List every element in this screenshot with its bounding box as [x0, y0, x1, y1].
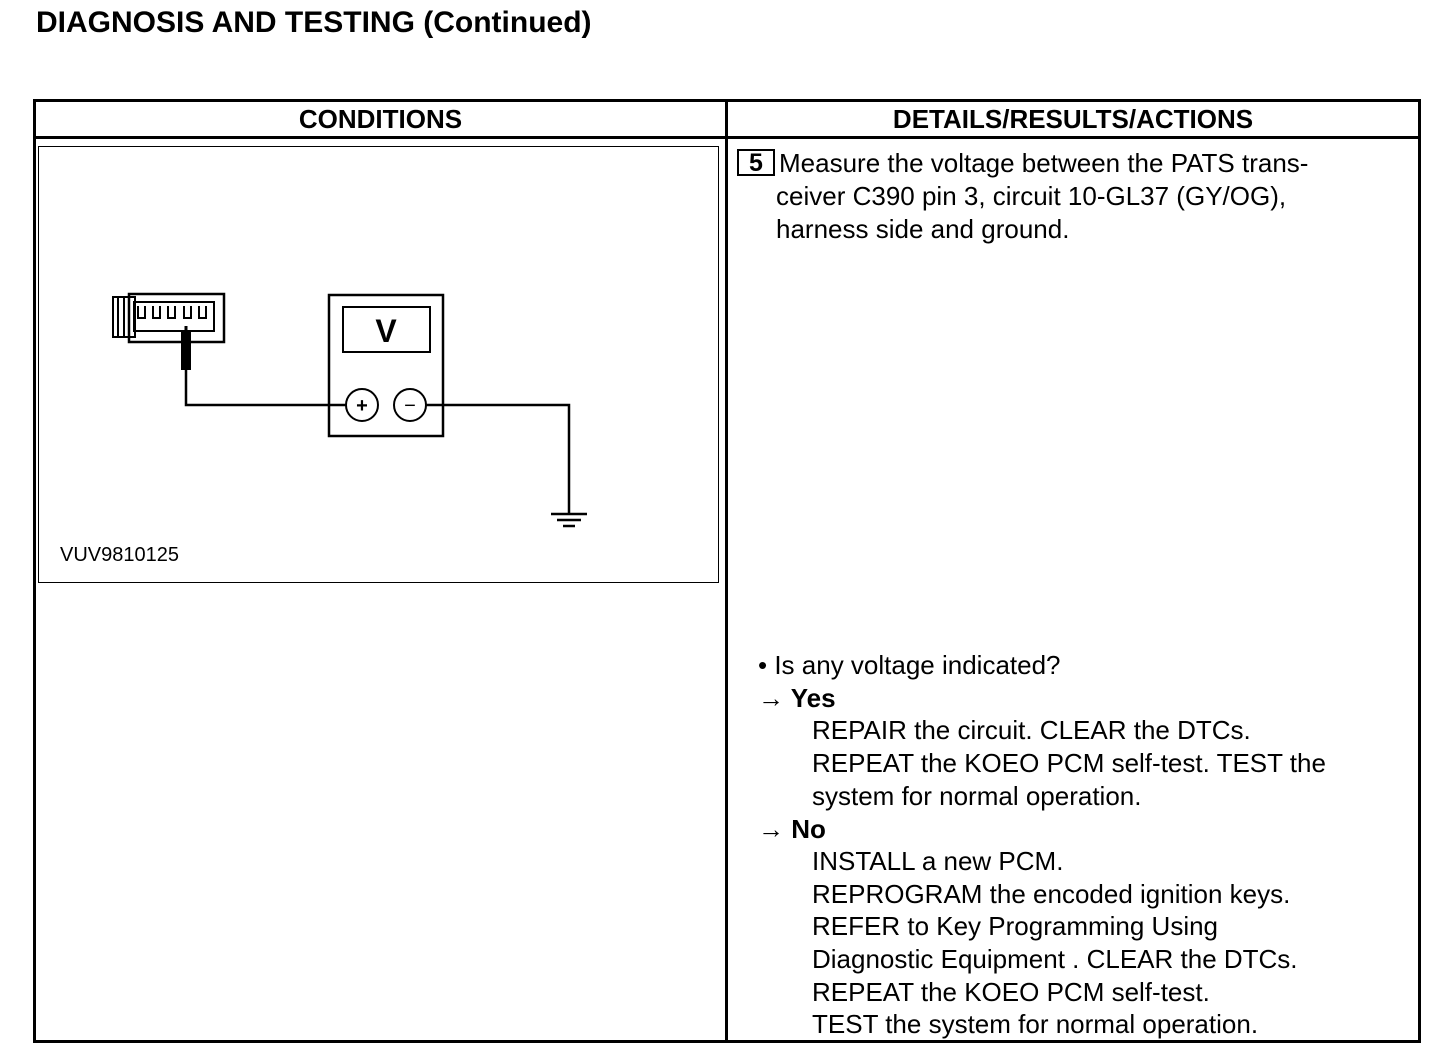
- connector-icon: [112, 292, 226, 344]
- figure-id: VUV9810125: [60, 544, 179, 566]
- no-action-line: TEST the system for normal operation.: [812, 1009, 1259, 1039]
- no-action-line: Diagnostic Equipment . CLEAR the DTCs.: [812, 944, 1298, 974]
- positive-symbol: +: [356, 395, 368, 417]
- no-action-line: REPEAT the KOEO PCM self-test.: [812, 977, 1210, 1007]
- voltmeter-icon: V + −: [327, 293, 445, 438]
- no-label: → No: [758, 814, 826, 844]
- test-leads: [184, 370, 571, 513]
- details-header: DETAILS/RESULTS/ACTIONS: [892, 104, 1254, 134]
- yes-action-line: system for normal operation.: [812, 781, 1142, 811]
- yes-action-line: REPAIR the circuit. CLEAR the DTCs.: [812, 715, 1251, 745]
- header-rule: [33, 136, 1421, 139]
- yes-label: → Yes: [758, 683, 836, 713]
- test-probe: [181, 326, 191, 370]
- voltmeter-diagram: V + −: [112, 292, 587, 528]
- meter-label: V: [375, 313, 397, 349]
- instruction-line: ceiver C390 pin 3, circuit 10-GL37 (GY/O…: [776, 181, 1287, 211]
- column-divider: [725, 100, 728, 1043]
- figure-frame: [38, 146, 719, 583]
- conditions-header: CONDITIONS: [298, 104, 463, 134]
- question-text: • Is any voltage indicated?: [758, 650, 1061, 680]
- step-number: 5: [737, 149, 775, 176]
- negative-symbol: −: [404, 395, 416, 417]
- no-action-line: REPROGRAM the encoded ignition keys.: [812, 879, 1291, 909]
- page-title: DIAGNOSIS AND TESTING (Continued): [36, 6, 592, 39]
- instruction-line: harness side and ground.: [776, 214, 1070, 244]
- no-action-line: REFER to Key Programming Using: [812, 911, 1219, 941]
- yes-action-line: REPEAT the KOEO PCM self-test. TEST the: [812, 748, 1326, 778]
- instruction-line: Measure the voltage between the PATS tra…: [779, 148, 1309, 178]
- ground-icon: [551, 512, 587, 528]
- no-action-line: INSTALL a new PCM.: [812, 846, 1064, 876]
